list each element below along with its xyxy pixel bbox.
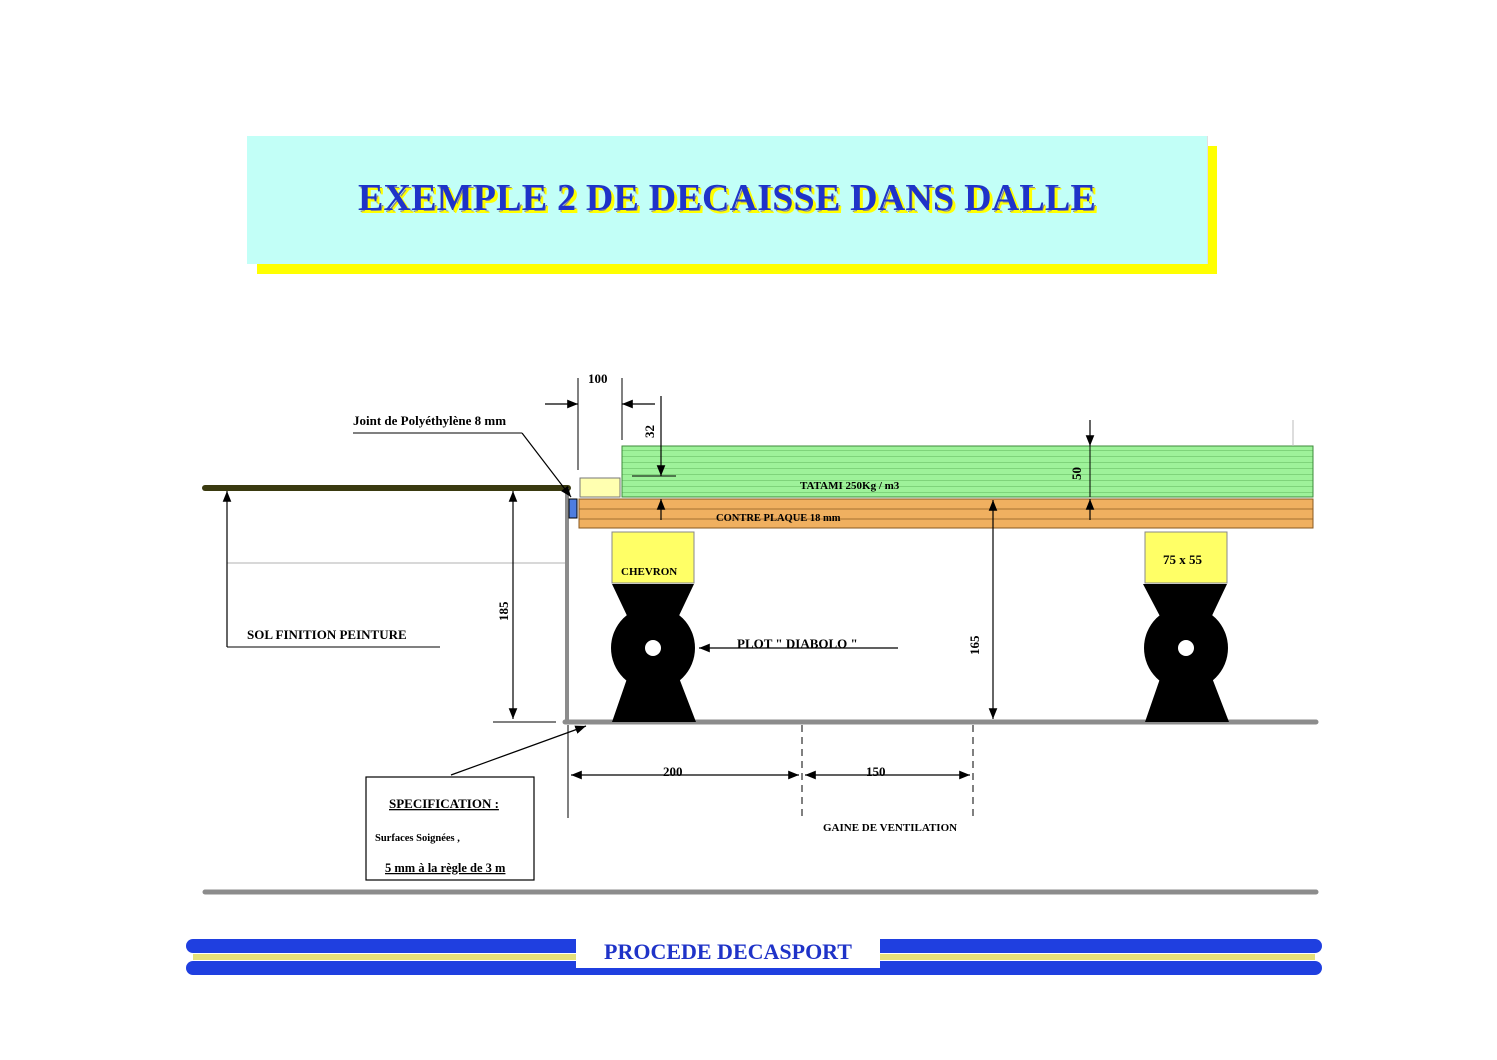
joint-label: Joint de Polyéthylène 8 mm bbox=[353, 413, 506, 428]
polyethylene-joint bbox=[568, 498, 578, 519]
plot-label: PLOT " DIABOLO " bbox=[737, 636, 858, 651]
dim-50: 50 bbox=[1069, 467, 1084, 480]
dim-100: 100 bbox=[588, 371, 608, 386]
footer-label: PROCEDE DECASPORT bbox=[576, 936, 880, 968]
dim-32: 32 bbox=[642, 425, 657, 438]
spacer-block bbox=[579, 477, 621, 498]
chevron-size-label: 75 x 55 bbox=[1163, 552, 1203, 567]
specification-line1: Surfaces Soignées , bbox=[375, 833, 460, 844]
chevron-right bbox=[1144, 531, 1228, 584]
page-title: EXEMPLE 2 DE DECAISSE DANS DALLE bbox=[357, 177, 1097, 219]
specification-leader bbox=[450, 725, 587, 776]
chevron-label: CHEVRON bbox=[621, 566, 677, 578]
chevron-left bbox=[611, 531, 695, 584]
specification-line2: 5 mm à la règle de 3 m bbox=[385, 861, 506, 875]
tatami bbox=[621, 445, 1314, 498]
gaine-label: GAINE DE VENTILATION bbox=[823, 822, 957, 834]
contre-plaque-label: CONTRE PLAQUE 18 mm bbox=[716, 513, 841, 524]
dim-185: 185 bbox=[496, 601, 511, 621]
dim-165: 165 bbox=[967, 635, 982, 655]
plot-diabolo-right bbox=[1143, 584, 1229, 722]
tatami-label: TATAMI 250Kg / m3 bbox=[800, 480, 900, 492]
sol-label: SOL FINITION PEINTURE bbox=[247, 627, 407, 642]
dim-200: 200 bbox=[663, 764, 683, 779]
contre-plaque bbox=[578, 498, 1314, 529]
specification-heading: SPECIFICATION : bbox=[389, 796, 499, 811]
joint-leader bbox=[521, 432, 572, 498]
plot-diabolo-left bbox=[611, 584, 696, 722]
specification-box bbox=[365, 776, 535, 881]
title-box: EXEMPLE 2 DE DECAISSE DANS DALLE bbox=[247, 136, 1208, 264]
dim-150: 150 bbox=[866, 764, 886, 779]
